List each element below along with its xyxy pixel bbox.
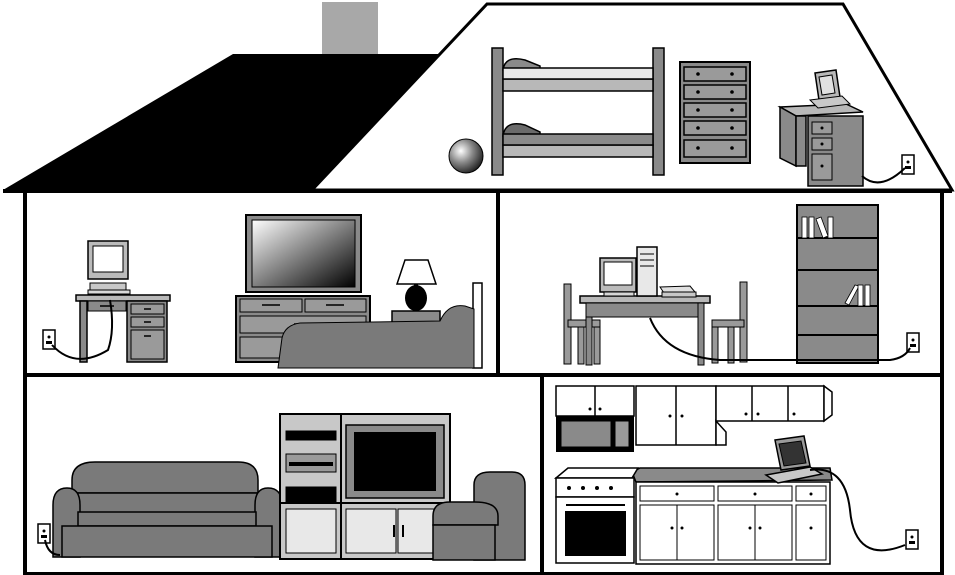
- bookshelf: [797, 205, 878, 363]
- dresser: [680, 62, 750, 163]
- ball: [449, 139, 483, 173]
- microwave: [556, 416, 634, 452]
- chimney: [322, 2, 378, 54]
- upper-left-room: [43, 215, 482, 368]
- upper-right-office: [564, 205, 919, 365]
- base-cabinets: [636, 482, 830, 564]
- television: [346, 425, 444, 498]
- desktop-computer-icon: [600, 247, 657, 296]
- living-room: [38, 414, 525, 560]
- desktop-computer-icon: [88, 241, 130, 294]
- wall-outlet-icon: [902, 155, 914, 174]
- table-lamp: [397, 260, 436, 311]
- wall-outlet-icon: [906, 530, 918, 549]
- desk: [76, 295, 170, 362]
- chair: [712, 282, 747, 363]
- stove: [556, 468, 638, 497]
- laptop-icon: [766, 436, 822, 483]
- printer-icon: [660, 286, 696, 297]
- oven: [556, 497, 634, 563]
- kitchen: [556, 386, 918, 564]
- wall-outlet-icon: [38, 524, 50, 543]
- television: [246, 215, 361, 292]
- sofa: [53, 462, 282, 557]
